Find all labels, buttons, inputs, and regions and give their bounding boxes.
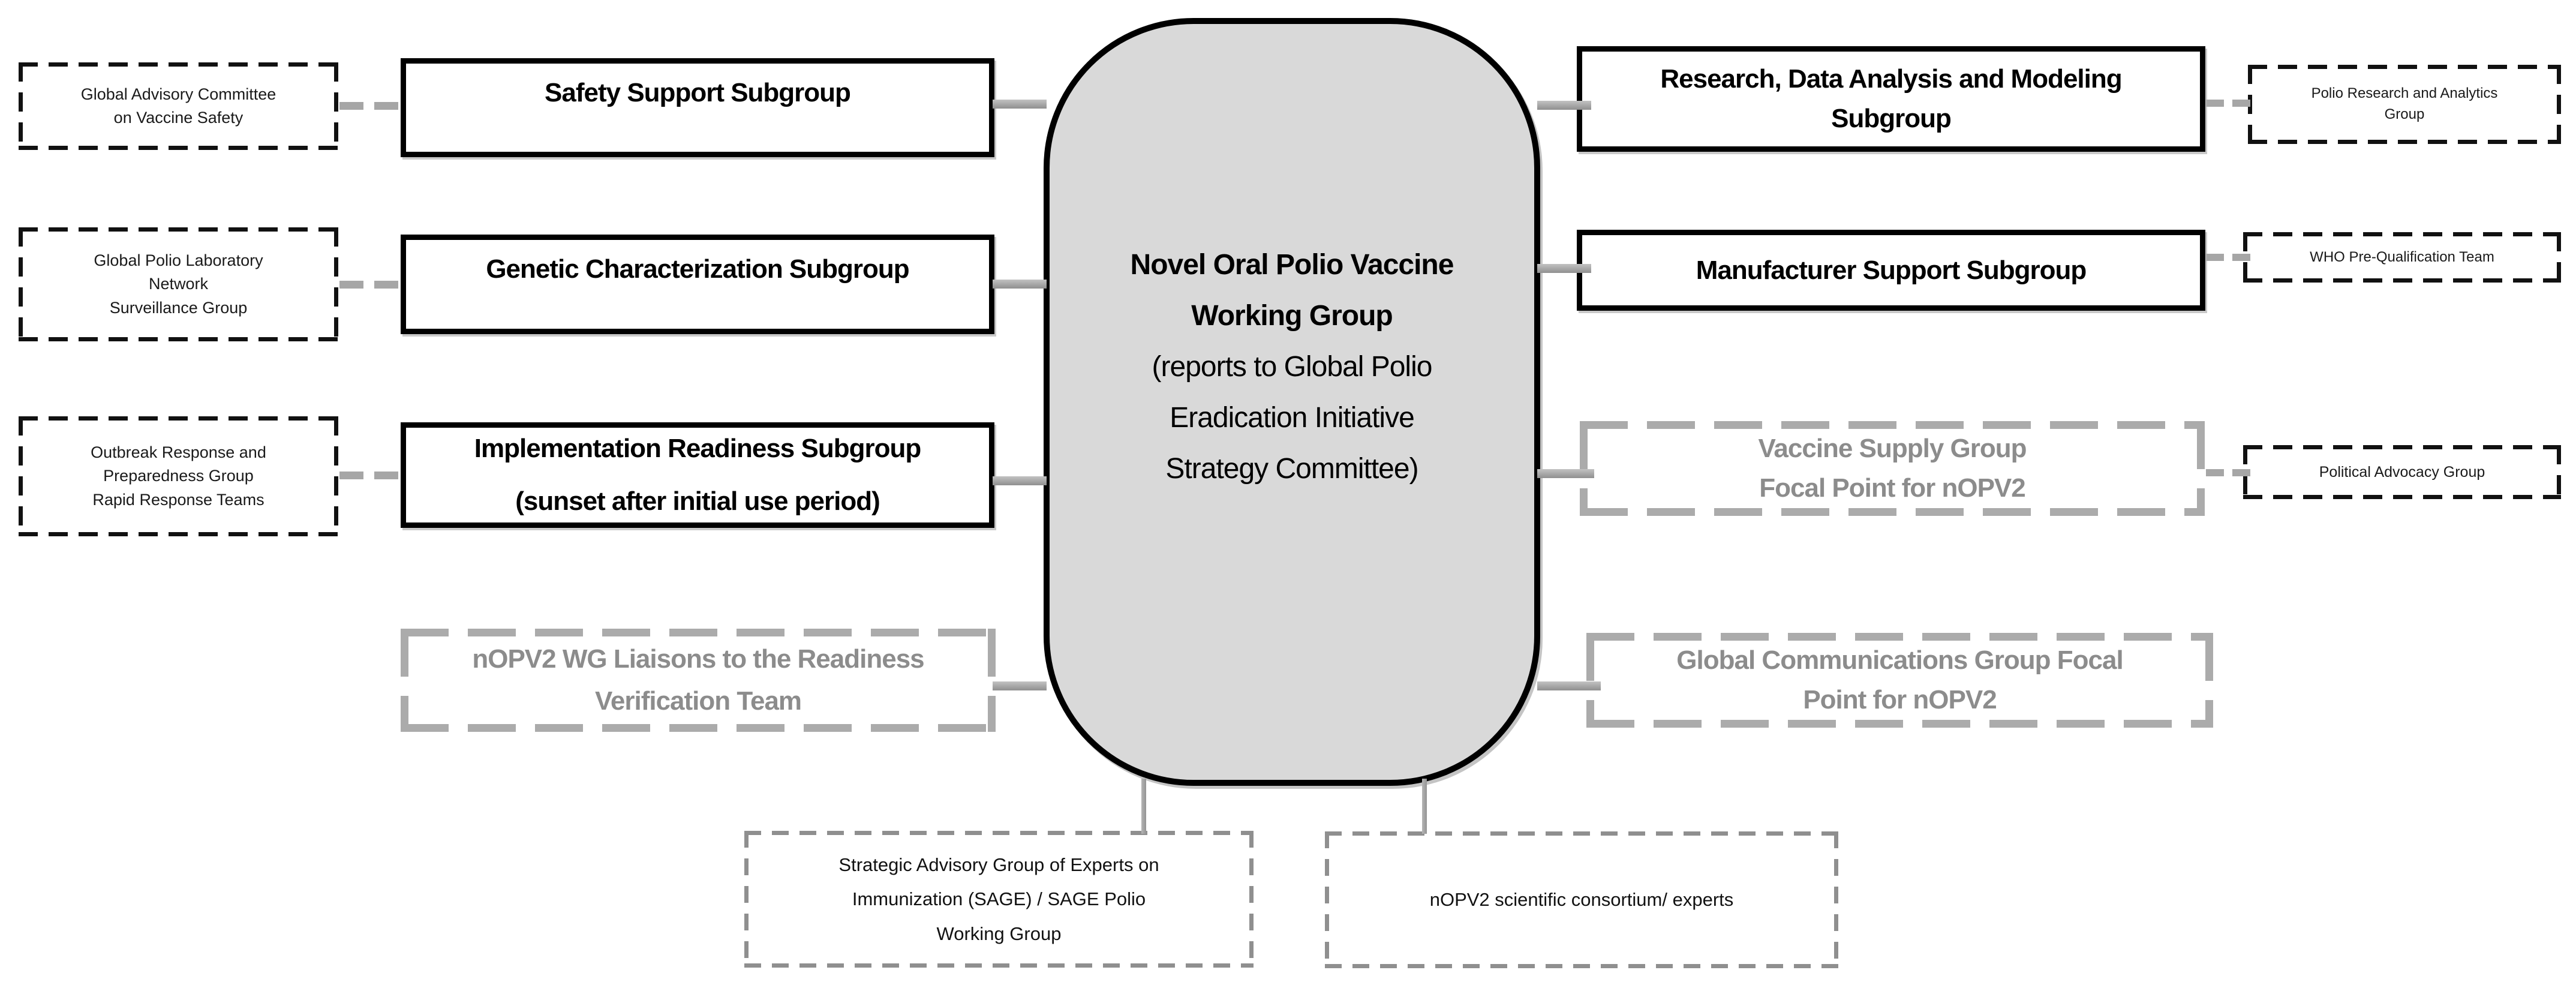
node-label: Polio Research and Analytics Group: [2311, 85, 2498, 122]
node-polio-research-and-analytics-group: Polio Research and Analytics Group: [2248, 65, 2561, 144]
node-label: Genetic Characterization Subgroup: [486, 254, 909, 284]
node-research-data-analysis-and-modeling-subgroup: Research, Data Analysis and Modeling Sub…: [1577, 46, 2205, 152]
node-label: WHO Pre-Qualification Team: [2310, 248, 2494, 265]
node-label: nOPV2 WG Liaisons to the Readiness Verif…: [472, 644, 924, 716]
node-genetic-characterization-subgroup: Genetic Characterization Subgroup: [401, 235, 994, 334]
node-global-polio-laboratory-network-surveillance-group: Global Polio Laboratory Network Surveill…: [19, 227, 338, 341]
node-label: nOPV2 scientific consortium/ experts: [1429, 889, 1734, 911]
connector-left-subgroup-3: [993, 476, 1047, 485]
connector-left-external-1: [339, 102, 401, 110]
node-label: Vaccine Supply Group Focal Point for nOP…: [1758, 434, 2027, 503]
node-label: Research, Data Analysis and Modeling Sub…: [1660, 64, 2122, 133]
connector-right-external-2: [2206, 254, 2250, 261]
node-global-communications-group-focal-point: Global Communications Group Focal Point …: [1586, 633, 2213, 728]
connector-bottom-consortium: [1422, 779, 1427, 834]
connector-right-external-3: [2206, 469, 2250, 476]
center-node-title: Novel Oral Polio Vaccine Working Group: [1130, 249, 1454, 332]
connector-left-subgroup-1: [993, 100, 1047, 109]
node-nopv2-scientific-consortium-experts: nOPV2 scientific consortium/ experts: [1325, 831, 1838, 968]
node-sage-sage-polio-working-group: Strategic Advisory Group of Experts on I…: [744, 831, 1254, 968]
connector-right-subgroup-1: [1537, 101, 1591, 110]
node-who-pre-qualification-team: WHO Pre-Qualification Team: [2243, 232, 2561, 283]
node-novel-oral-polio-vaccine-working-group: Novel Oral Polio Vaccine Working Group (…: [1044, 18, 1540, 786]
node-implementation-readiness-subgroup: Implementation Readiness Subgroup (sunse…: [401, 422, 994, 528]
node-label: Political Advocacy Group: [2319, 463, 2485, 481]
node-label: Global Polio Laboratory Network Surveill…: [94, 251, 263, 317]
node-safety-support-subgroup: Safety Support Subgroup: [401, 58, 994, 157]
node-label: Manufacturer Support Subgroup: [1696, 255, 2087, 285]
connector-left-subgroup-2: [993, 280, 1047, 289]
connector-right-subgroup-3: [1537, 469, 1594, 478]
node-label: Global Communications Group Focal Point …: [1676, 645, 2123, 714]
connector-left-external-2: [339, 281, 401, 289]
node-political-advocacy-group: Political Advocacy Group: [2243, 445, 2561, 499]
node-label: Global Advisory Committee on Vaccine Saf…: [80, 85, 276, 127]
node-manufacturer-support-subgroup: Manufacturer Support Subgroup: [1577, 230, 2205, 311]
node-label: Outbreak Response and Preparedness Group…: [91, 443, 266, 509]
node-nopv2-wg-liaisons-readiness-verification-team: nOPV2 WG Liaisons to the Readiness Verif…: [401, 629, 996, 732]
connector-left-external-3: [339, 472, 401, 479]
connector-right-subgroup-4: [1537, 681, 1601, 690]
connector-left-subgroup-4: [993, 681, 1047, 690]
node-label: Implementation Readiness Subgroup (sunse…: [474, 434, 921, 516]
node-outbreak-response-and-preparedness-group: Outbreak Response and Preparedness Group…: [19, 416, 338, 536]
center-node-subtitle: (reports to Global Polio Eradication Ini…: [1152, 350, 1433, 485]
connector-bottom-sage: [1141, 779, 1146, 834]
connector-right-subgroup-2: [1537, 264, 1591, 273]
node-global-advisory-committee-on-vaccine-safety: Global Advisory Committee on Vaccine Saf…: [19, 62, 338, 150]
connector-right-external-1: [2206, 100, 2250, 107]
node-label: Strategic Advisory Group of Experts on I…: [838, 854, 1159, 944]
node-label: Safety Support Subgroup: [545, 78, 851, 107]
node-vaccine-supply-group-focal-point: Vaccine Supply Group Focal Point for nOP…: [1580, 421, 2205, 516]
